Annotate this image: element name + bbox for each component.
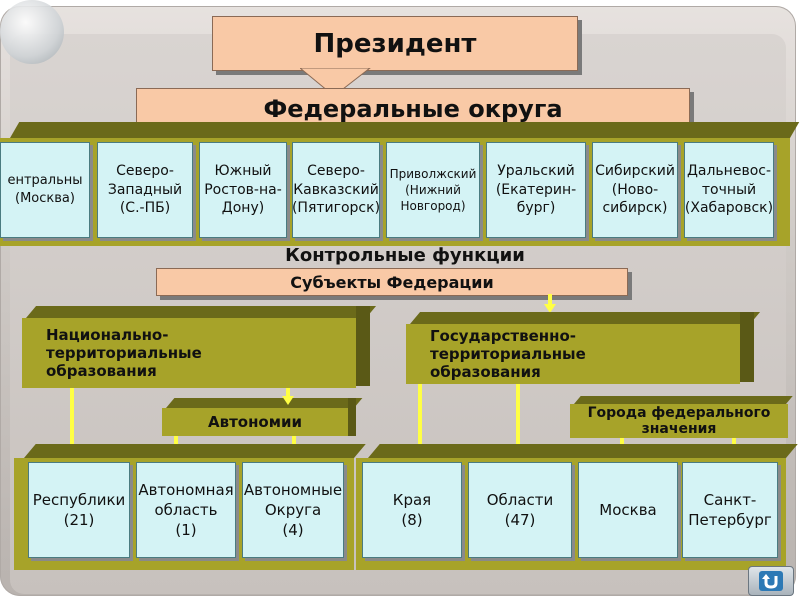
national-box-top (26, 306, 377, 318)
state-label: Государственно-территориальные образован… (430, 327, 586, 381)
state-box-top (410, 312, 761, 324)
arrow (516, 384, 520, 448)
district-label: ентральны (Москва) (7, 173, 83, 206)
cell-title: Санкт-Петербург (688, 490, 772, 529)
president-callout-tail (300, 68, 371, 97)
cell-count: (47) (504, 511, 536, 529)
arrow (70, 388, 74, 446)
control-functions-label: Контрольные функции (285, 244, 525, 266)
state-box: Государственно-территориальные образован… (406, 324, 740, 384)
cell-title: Москва (599, 500, 657, 519)
autonomies-box: Автономии (162, 408, 348, 436)
bottom-left-shelf-top (24, 444, 366, 458)
district-label: Северо-Кавказский (Пятигорск) (292, 162, 380, 217)
cell-krais: Края (8) (362, 462, 462, 558)
cell-title: Автономная область (138, 480, 234, 519)
district-central: ентральны (Москва) (0, 142, 90, 238)
cell-count: (1) (175, 521, 197, 540)
district-label: Сибирский (Ново-сибирск) (595, 162, 675, 217)
district-south: Южный Ростов-на-Дону) (199, 142, 287, 238)
district-label: Северо-Западный (С.-ПБ) (107, 162, 183, 217)
national-label: Национально-территориальные образования (46, 326, 202, 380)
arrow (548, 294, 552, 306)
cell-moscow: Москва (578, 462, 678, 558)
cities-box: Города федерального значения (570, 404, 788, 438)
cities-label: Города федерального значения (587, 404, 771, 437)
district-label: Приволжский (Нижний Новгород) (389, 166, 477, 214)
district-label: Уральский (Екатерин-бург) (495, 162, 577, 217)
district-northwest: Северо-Западный (С.-ПБ) (97, 142, 193, 238)
autonomies-box-side (348, 398, 356, 436)
arrow (418, 384, 422, 448)
state-box-side (740, 312, 754, 382)
subjects-label: Субъекты Федерации (290, 272, 494, 292)
cell-autonomous-okrugs: Автономные Округа (4) (242, 462, 344, 558)
cell-count: (21) (63, 511, 95, 529)
cell-saint-petersburg: Санкт-Петербург (682, 462, 778, 558)
autonomies-label: Автономии (207, 413, 303, 431)
district-volga: Приволжский (Нижний Новгород) (386, 142, 480, 238)
district-siberia: Сибирский (Ново-сибирск) (592, 142, 678, 238)
cell-count: (4) (282, 521, 304, 540)
subjects-box: Субъекты Федерации (156, 268, 628, 296)
district-label: Южный Ростов-на-Дону) (204, 162, 282, 217)
cell-oblasts: Области (47) (468, 462, 572, 558)
president-box: Президент (212, 16, 578, 71)
cell-title: Автономные Округа (243, 480, 343, 519)
autonomies-box-top (166, 398, 363, 408)
district-north-caucasus: Северо-Кавказский (Пятигорск) (292, 142, 380, 238)
bottom-right-shelf-top (368, 444, 798, 458)
arrow (286, 388, 290, 398)
return-arrow-icon (759, 571, 783, 591)
cell-title: Республики (32, 490, 126, 509)
return-button[interactable] (748, 566, 794, 596)
national-box: Национально-территориальные образования (22, 318, 356, 388)
cell-title: Области (486, 490, 554, 509)
cell-autonomous-oblast: Автономная область (1) (136, 462, 236, 558)
district-label: Дальневос-точный (Хабаровск) (684, 162, 774, 217)
district-far-east: Дальневос-точный (Хабаровск) (684, 142, 774, 238)
cell-count: (8) (401, 511, 423, 529)
district-ural: Уральский (Екатерин-бург) (486, 142, 586, 238)
national-box-side (356, 306, 370, 386)
arrow-head (282, 396, 294, 405)
arrow-head (544, 304, 556, 313)
cities-box-top (574, 396, 793, 404)
cell-republics: Республики (21) (28, 462, 130, 558)
federal-districts-title: Федеральные округа (263, 95, 563, 123)
president-label: Президент (313, 28, 477, 59)
cell-title: Края (392, 490, 432, 509)
globe-icon (0, 0, 64, 64)
districts-shelf-top (10, 122, 800, 138)
